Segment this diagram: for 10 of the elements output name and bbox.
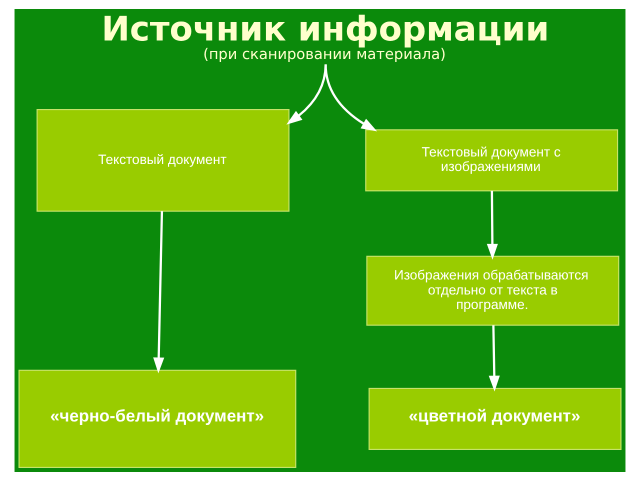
arrow <box>486 190 498 260</box>
node-text: Источник информации (при сканировании материала) <box>101 9 550 63</box>
node-box: Текстовый документ <box>36 108 290 212</box>
node-box: Изображения обрабатываются отдельно от текста в программе. <box>366 255 620 326</box>
node-box: «цветной документ» <box>368 387 622 450</box>
arrow <box>324 64 378 131</box>
node-box: Текстовый документ с изображениями <box>365 128 618 191</box>
node-box: «черно-белый документ» <box>18 369 296 468</box>
arrow <box>153 210 164 373</box>
arrow <box>488 324 500 392</box>
